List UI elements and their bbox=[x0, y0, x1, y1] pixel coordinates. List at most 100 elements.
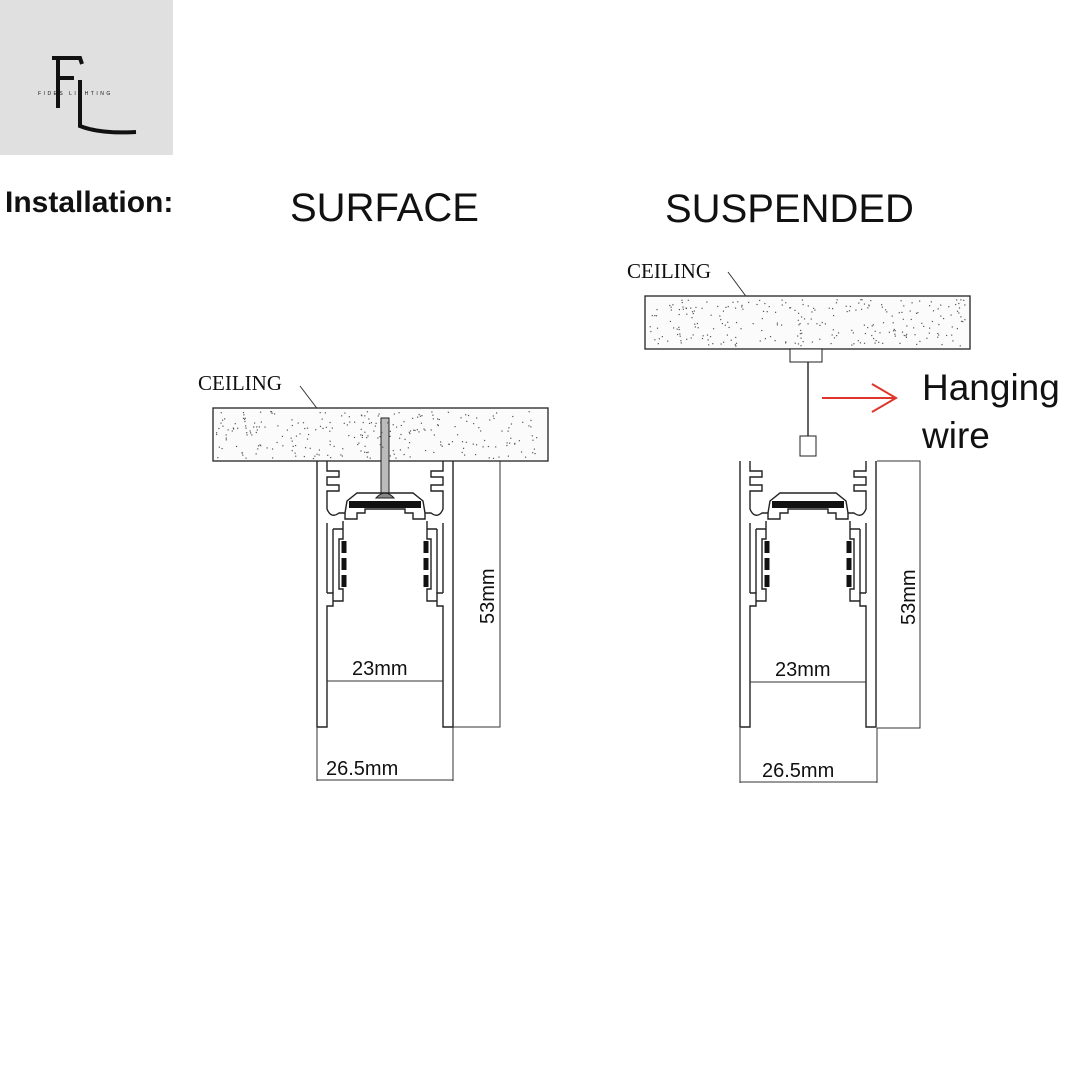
brand-logo: FIDES LIGHTING bbox=[0, 0, 173, 155]
speckle bbox=[430, 429, 432, 431]
speckle bbox=[798, 324, 800, 326]
speckle bbox=[884, 309, 887, 311]
speckle bbox=[821, 321, 823, 324]
speckle bbox=[901, 311, 903, 313]
speckle bbox=[655, 315, 658, 317]
speckle bbox=[330, 456, 332, 459]
speckle bbox=[707, 339, 709, 341]
speckle bbox=[886, 311, 888, 313]
speckle bbox=[819, 324, 821, 326]
speckle bbox=[357, 443, 359, 446]
speckle bbox=[807, 305, 809, 307]
speckle bbox=[510, 423, 513, 425]
speckle bbox=[315, 429, 317, 431]
speckle bbox=[650, 330, 652, 333]
speckle bbox=[366, 451, 368, 454]
speckle bbox=[218, 427, 220, 430]
speckle bbox=[681, 301, 683, 304]
speckle bbox=[409, 456, 411, 458]
speckle bbox=[881, 306, 883, 308]
speckle bbox=[257, 445, 260, 447]
speckle bbox=[706, 301, 708, 303]
speckle bbox=[958, 302, 960, 305]
speckle bbox=[329, 430, 331, 432]
speckle bbox=[800, 345, 802, 347]
speckle bbox=[686, 338, 688, 340]
speckle bbox=[649, 326, 651, 328]
speckle bbox=[277, 425, 279, 427]
speckle bbox=[879, 332, 881, 334]
speckle bbox=[473, 423, 475, 425]
speckle bbox=[963, 299, 965, 301]
speckle bbox=[835, 302, 838, 304]
speckle bbox=[681, 299, 683, 301]
speckle bbox=[282, 445, 284, 447]
speckle bbox=[222, 425, 224, 427]
speckle bbox=[900, 300, 902, 302]
speckle bbox=[251, 434, 253, 436]
speckle bbox=[894, 330, 896, 332]
speckle bbox=[272, 457, 274, 459]
speckle bbox=[512, 415, 514, 418]
speckle bbox=[408, 442, 411, 444]
speckle bbox=[828, 307, 830, 309]
speckle bbox=[302, 422, 305, 424]
speckle bbox=[260, 421, 262, 423]
speckle bbox=[846, 310, 848, 313]
speckle bbox=[732, 301, 734, 303]
speckle bbox=[906, 333, 908, 335]
speckle bbox=[400, 433, 402, 436]
speckle bbox=[408, 431, 410, 433]
speckle bbox=[802, 303, 804, 306]
speckle bbox=[916, 343, 918, 346]
speckle bbox=[241, 452, 243, 454]
speckle bbox=[243, 418, 246, 420]
speckle bbox=[292, 445, 294, 447]
speckle bbox=[797, 319, 799, 321]
speckle bbox=[956, 299, 958, 301]
speckle bbox=[216, 433, 218, 436]
speckle bbox=[451, 441, 454, 443]
speckle bbox=[721, 322, 723, 325]
speckle bbox=[962, 321, 964, 323]
speckle bbox=[507, 430, 509, 432]
speckle bbox=[830, 342, 832, 345]
speckle bbox=[727, 305, 729, 308]
speckle bbox=[797, 343, 800, 345]
speckle bbox=[431, 411, 433, 413]
speckle bbox=[264, 426, 266, 428]
speckle bbox=[872, 324, 874, 326]
speckle bbox=[433, 434, 435, 436]
speckle bbox=[448, 443, 450, 445]
speckle bbox=[480, 430, 482, 432]
speckle bbox=[902, 318, 904, 320]
speckle bbox=[447, 411, 449, 413]
speckle bbox=[797, 312, 800, 314]
speckle bbox=[329, 421, 331, 424]
speckle bbox=[487, 445, 489, 448]
speckle bbox=[466, 420, 468, 423]
speckle bbox=[950, 314, 952, 316]
speckle bbox=[905, 335, 907, 337]
speckle bbox=[389, 430, 391, 433]
speckle bbox=[325, 426, 327, 428]
speckle bbox=[407, 447, 409, 449]
speckle bbox=[432, 414, 434, 416]
speckle bbox=[735, 342, 738, 344]
speckle bbox=[467, 414, 470, 417]
speckle bbox=[281, 435, 284, 438]
speckle bbox=[670, 309, 672, 311]
speckle bbox=[685, 307, 688, 310]
speckle bbox=[678, 308, 681, 311]
speckle bbox=[708, 344, 710, 346]
suspended-title: SUSPENDED bbox=[665, 187, 914, 231]
speckle bbox=[478, 427, 480, 429]
speckle bbox=[892, 322, 894, 324]
speckle bbox=[735, 321, 738, 324]
speckle bbox=[774, 311, 777, 313]
speckle bbox=[964, 319, 966, 321]
speckle bbox=[321, 418, 323, 420]
speckle bbox=[464, 454, 466, 456]
speckle bbox=[255, 453, 257, 455]
